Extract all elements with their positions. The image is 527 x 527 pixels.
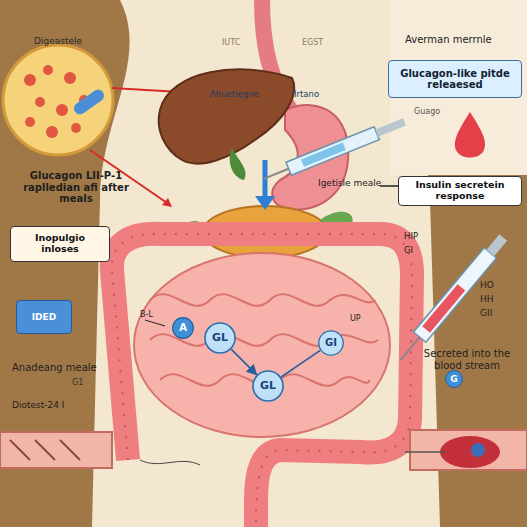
annotation-label: IUTC (222, 38, 262, 47)
annotation-label: Guago (414, 107, 464, 116)
circle-fill (173, 318, 194, 339)
annotation-label: Averman merrnle (405, 34, 525, 46)
cell-dots (24, 65, 89, 138)
tissue-lines (10, 440, 80, 460)
annotation-label: Diotest-24 I (12, 400, 102, 410)
node-text: Glucagon-like pitde releaesed (393, 68, 517, 91)
node-text: IDED (32, 312, 56, 322)
hormone-circle: G (445, 370, 463, 388)
cell-inset (3, 45, 113, 155)
hormone-circle: GL (252, 370, 284, 402)
hormone-circle: GI (318, 330, 344, 356)
annotation-label: UP (350, 314, 380, 323)
circle-fill (319, 331, 343, 355)
leader-line (145, 320, 165, 326)
small-intestine (134, 253, 390, 437)
annotation-label: Secreted into the blood stream (412, 348, 522, 371)
large-intestine (112, 234, 412, 527)
molecule-sketch (140, 460, 200, 465)
arrow-head (255, 196, 275, 210)
annotation-label: Glucagon LII-P-1 raplledian afi after me… (6, 170, 146, 205)
circle-fill (205, 323, 235, 353)
pointer-arrow (405, 451, 445, 453)
liver (159, 69, 294, 163)
annotation-label: GI (404, 246, 434, 256)
annotation-label: EGST (302, 38, 342, 47)
node-text: Inopulgio inloses (15, 233, 105, 255)
leader-line (380, 185, 400, 187)
circle-fill (253, 371, 283, 401)
text-box: Inopulgio inloses (10, 226, 110, 262)
annotation-label: Irtano (294, 90, 344, 100)
text-box: Insulin secretein response (398, 176, 522, 206)
text-box: Glucagon-like pitde releaesed (388, 60, 522, 98)
pill-icon (72, 87, 107, 116)
syringe (261, 115, 407, 185)
node-text: G (450, 374, 457, 384)
node-text: A (179, 322, 187, 334)
annotation-label: Igetisle meale (318, 178, 388, 188)
haustra (112, 234, 412, 527)
blood-drop (455, 112, 485, 158)
annotation-label: HH (480, 294, 520, 304)
node-text: GL (260, 380, 276, 393)
tissue-band (0, 432, 112, 468)
hormone-circle: A (172, 317, 194, 339)
node-text: GL (212, 332, 228, 345)
connector-line (281, 350, 320, 377)
circle-fill (446, 371, 463, 388)
annotation-label: HO (480, 280, 520, 290)
annotation-label: Digeastele (34, 36, 114, 46)
annotation-label: B-L (140, 310, 170, 319)
node-text: Insulin secretein response (403, 180, 517, 202)
blood-cell (471, 443, 485, 457)
gallbladder (230, 148, 246, 180)
hormone-circle: GL (204, 322, 236, 354)
connector-line (231, 349, 256, 374)
annotation-label: Ahuetiegne (210, 90, 290, 100)
annotation-label: G1 (72, 378, 102, 387)
annotation-label: HIP (404, 232, 434, 242)
node-text: GI (325, 337, 337, 349)
text-box: IDED (16, 300, 72, 334)
arrow-head (162, 198, 172, 207)
tissue-band (410, 430, 527, 470)
blood-vessel (440, 436, 500, 468)
annotation-label: GII (480, 308, 520, 318)
annotation-label: Anadeang meale (12, 362, 102, 374)
